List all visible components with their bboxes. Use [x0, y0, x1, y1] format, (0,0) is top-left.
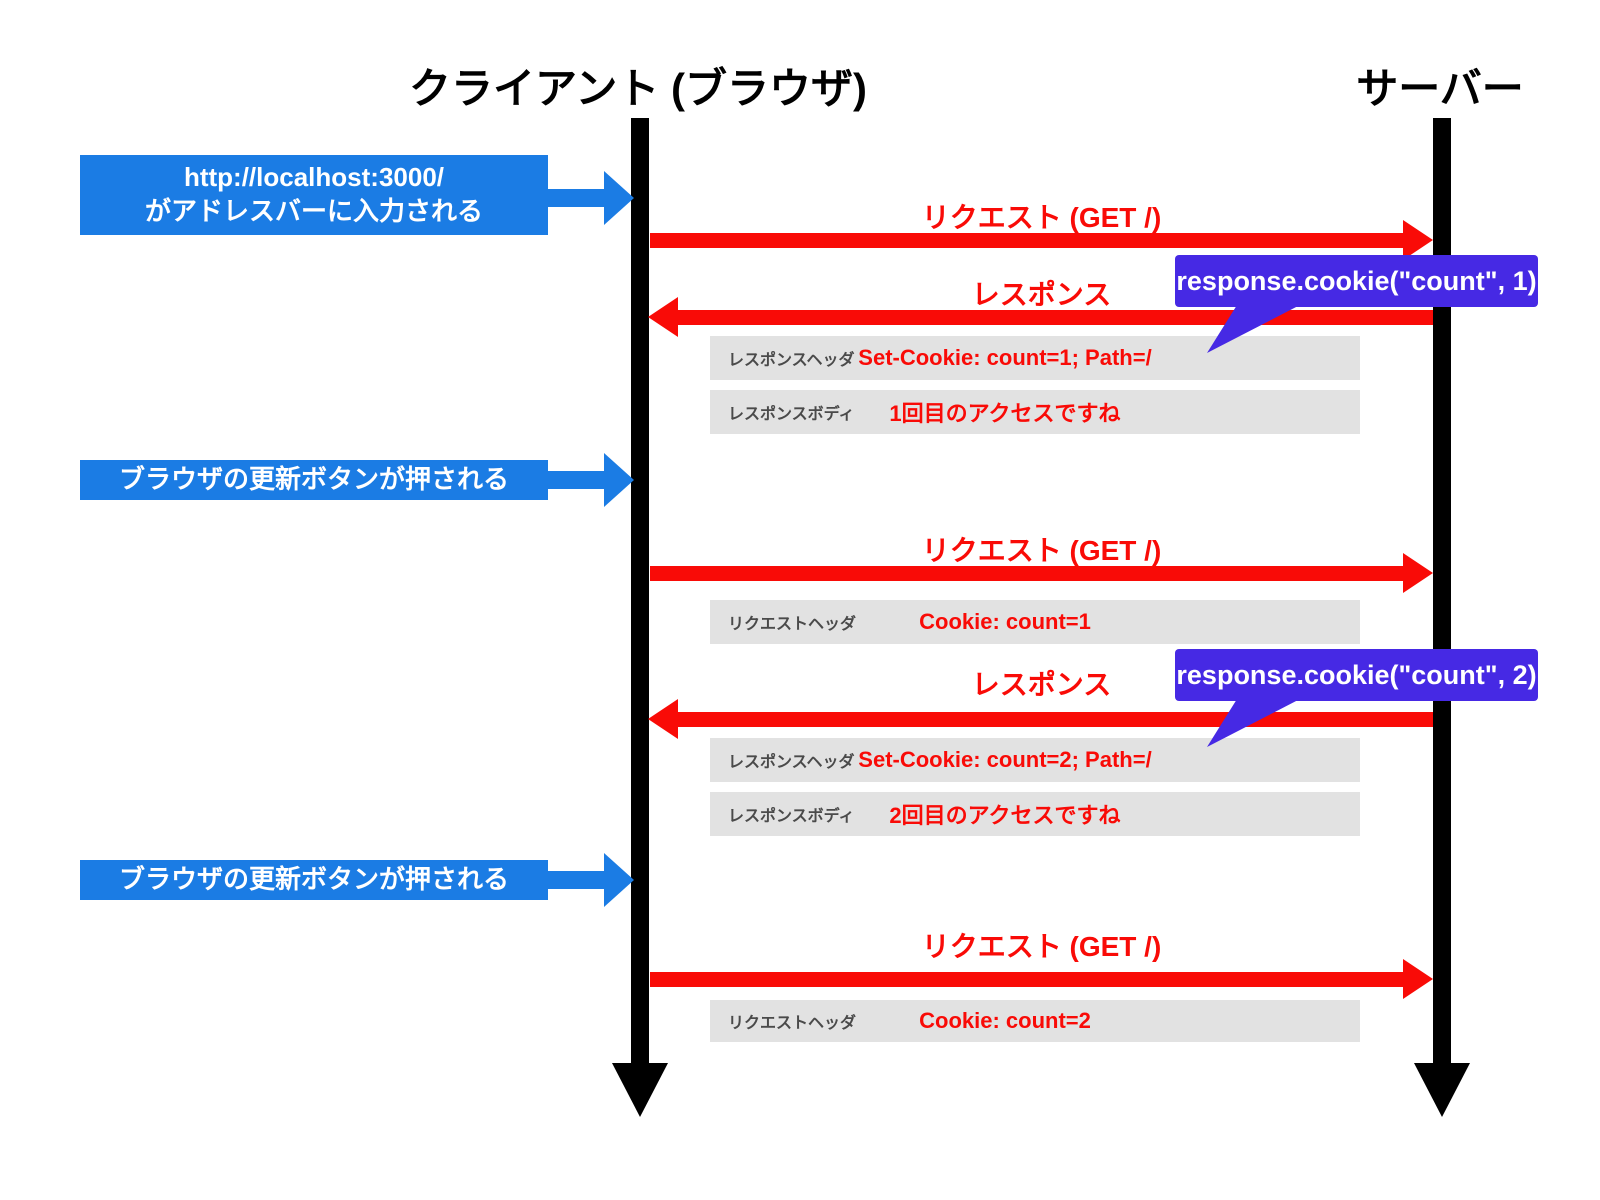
server-title: サーバー — [1356, 65, 1524, 112]
event-address-bar: http://localhost:3000/ がアドレスバーに入力される — [80, 155, 548, 235]
detail-resp1-header: レスポンスヘッダ Set-Cookie: count=1; Path=/ — [710, 336, 1360, 380]
callout-cookie2: response.cookie("count", 2) — [1175, 649, 1538, 747]
callout-cookie2-tail-icon — [1207, 699, 1300, 747]
callout-cookie1-tail-icon — [1207, 305, 1300, 353]
event1-arrow-icon — [604, 171, 634, 225]
request1-arrow-shaft — [650, 233, 1405, 248]
request3-arrow-shaft — [650, 972, 1405, 987]
client-lifeline — [631, 118, 649, 1065]
request2-arrow-shaft — [650, 566, 1405, 581]
event-refresh1: ブラウザの更新ボタンが押される — [80, 460, 548, 500]
response2-arrow-icon — [648, 699, 678, 739]
event2-arrow-icon — [604, 453, 634, 507]
detail-resp2-body-label: レスポンスボディ — [728, 808, 855, 825]
event1-arrow-shaft — [548, 189, 606, 207]
request3-arrow-icon — [1403, 959, 1433, 999]
server-lifeline-arrow-icon — [1414, 1063, 1470, 1117]
detail-resp2-header: レスポンスヘッダ Set-Cookie: count=2; Path=/ — [710, 738, 1360, 782]
event3-arrow-shaft — [548, 871, 606, 889]
event-address-bar-line1: http://localhost:3000/ — [183, 162, 445, 193]
server-lifeline — [1433, 118, 1451, 1065]
callout-cookie2-text: response.cookie("count", 2) — [1176, 659, 1537, 690]
detail-resp2-body: レスポンスボディ 2回目のアクセスですね — [710, 792, 1360, 836]
request2-label: リクエスト (GET /) — [921, 535, 1162, 566]
request1-arrow-icon — [1403, 220, 1433, 260]
request3-label: リクエスト (GET /) — [921, 931, 1162, 962]
detail-resp1-body-value: 1回目のアクセスですね — [889, 401, 1121, 426]
callout-cookie1-text: response.cookie("count", 1) — [1176, 265, 1537, 296]
detail-resp2-header-label: レスポンスヘッダ — [728, 754, 855, 771]
event-refresh2-text: ブラウザの更新ボタンが押される — [118, 864, 509, 895]
event2-arrow-shaft — [548, 471, 606, 489]
event-refresh1-text: ブラウザの更新ボタンが押される — [118, 464, 509, 495]
client-title: クライアント (ブラウザ) — [409, 65, 867, 112]
detail-resp1-header-label: レスポンスヘッダ — [728, 352, 855, 369]
response1-label: レスポンス — [971, 279, 1112, 310]
client-lifeline-arrow-icon — [612, 1063, 668, 1117]
detail-resp1-header-value: Set-Cookie: count=1; Path=/ — [858, 345, 1152, 370]
detail-resp2-body-value: 2回目のアクセスですね — [889, 803, 1121, 828]
detail-resp2-header-value: Set-Cookie: count=2; Path=/ — [858, 747, 1152, 772]
detail-req3-header-label: リクエストヘッダ — [728, 1015, 857, 1032]
request1-label: リクエスト (GET /) — [921, 202, 1162, 233]
detail-req3-header: リクエストヘッダ Cookie: count=2 — [710, 1000, 1360, 1042]
response2-label: レスポンス — [971, 669, 1112, 700]
request2-arrow-icon — [1403, 553, 1433, 593]
event-address-bar-line2: がアドレスバーに入力される — [144, 196, 483, 226]
detail-req2-header: リクエストヘッダ Cookie: count=1 — [710, 600, 1360, 644]
detail-req2-header-value: Cookie: count=1 — [919, 609, 1091, 634]
response2-arrow-shaft — [678, 712, 1433, 727]
detail-req3-header-value: Cookie: count=2 — [919, 1008, 1091, 1033]
detail-resp1-body: レスポンスボディ 1回目のアクセスですね — [710, 390, 1360, 434]
callout-cookie1: response.cookie("count", 1) — [1175, 255, 1538, 353]
response1-arrow-icon — [648, 297, 678, 337]
event3-arrow-icon — [604, 853, 634, 907]
response1-arrow-shaft — [678, 310, 1433, 325]
detail-resp1-body-label: レスポンスボディ — [728, 406, 855, 423]
detail-req2-header-label: リクエストヘッダ — [728, 616, 857, 633]
event-refresh2: ブラウザの更新ボタンが押される — [80, 860, 548, 900]
